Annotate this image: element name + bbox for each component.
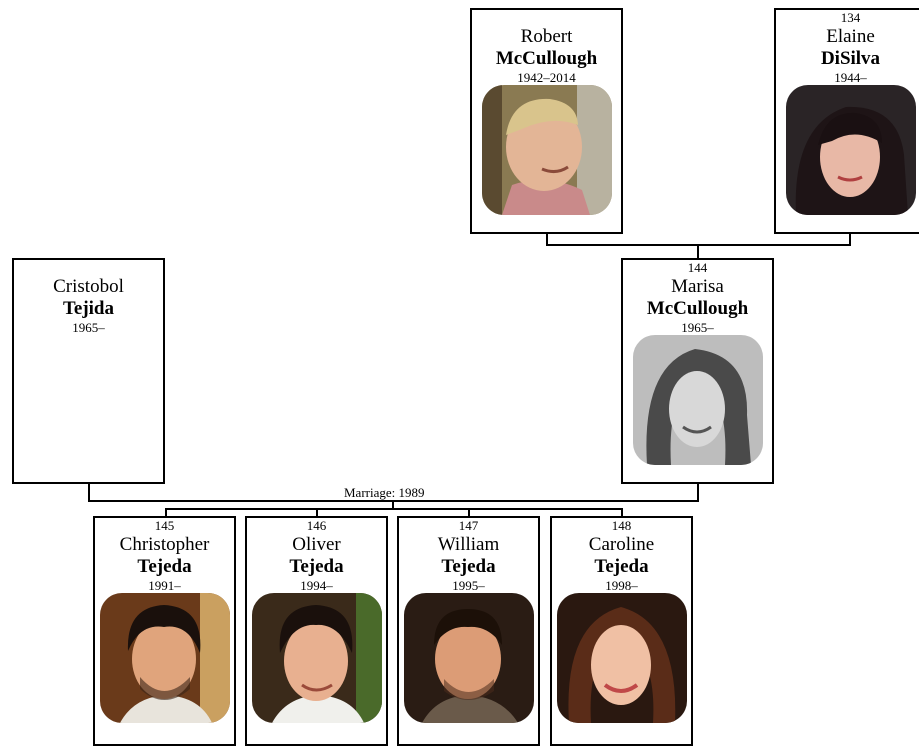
person-years: 1991– xyxy=(148,578,181,593)
person-first-name: William xyxy=(437,534,500,555)
person-years: 1942–2014 xyxy=(517,70,576,85)
person-number xyxy=(14,260,163,275)
person-first-name: Robert xyxy=(520,26,573,47)
person-card-marisa[interactable]: 144 Marisa McCullough 1965– xyxy=(621,258,774,484)
person-years: 1965– xyxy=(681,320,714,335)
person-first-name: Christopher xyxy=(119,534,210,555)
person-card-caroline[interactable]: 148 Caroline Tejeda 1998– xyxy=(550,516,693,746)
person-number xyxy=(472,10,621,25)
person-card-william[interactable]: 147 William Tejeda 1995– xyxy=(397,516,540,746)
person-number: 145 xyxy=(154,518,175,533)
person-last-name: Tejeda xyxy=(594,556,649,577)
person-last-name: McCullough xyxy=(495,48,598,69)
person-last-name: McCullough xyxy=(646,298,749,319)
connector-oliver-up xyxy=(316,508,318,517)
person-last-name: Tejida xyxy=(62,298,115,319)
person-number: 148 xyxy=(611,518,632,533)
person-number: 144 xyxy=(687,260,708,275)
person-photo xyxy=(632,335,763,465)
person-last-name: Tejeda xyxy=(289,556,344,577)
person-years: 1994– xyxy=(300,578,333,593)
person-last-name: Tejeda xyxy=(441,556,496,577)
person-photo xyxy=(556,593,687,723)
person-first-name: Cristobol xyxy=(53,276,124,297)
connector-children-stem xyxy=(392,500,394,509)
person-first-name: Oliver xyxy=(292,534,341,555)
person-first-name: Elaine xyxy=(826,26,875,47)
connector-caroline-up xyxy=(621,508,623,517)
person-card-elaine[interactable]: 134 Elaine DiSilva 1944– xyxy=(774,8,919,234)
person-number: 147 xyxy=(458,518,479,533)
person-card-oliver[interactable]: 146 Oliver Tejeda 1994– xyxy=(245,516,388,746)
connector-elaine-down xyxy=(849,233,851,245)
person-photo xyxy=(251,593,382,723)
connector-cristobol-down xyxy=(88,484,90,501)
person-years: 1965– xyxy=(72,320,105,335)
connector-william-up xyxy=(468,508,470,517)
person-first-name: Marisa xyxy=(671,276,724,297)
person-years: 1944– xyxy=(834,70,867,85)
person-card-robert[interactable]: Robert McCullough 1942–2014 xyxy=(470,8,623,234)
person-card-christopher[interactable]: 145 Christopher Tejeda 1991– xyxy=(93,516,236,746)
person-photo xyxy=(785,85,916,215)
connector-marisa-down xyxy=(697,484,699,501)
person-number: 146 xyxy=(306,518,327,533)
person-first-name: Caroline xyxy=(588,534,655,555)
connector-children-bar xyxy=(165,508,623,510)
person-photo xyxy=(403,593,534,723)
person-last-name: Tejeda xyxy=(137,556,192,577)
person-card-cristobol[interactable]: Cristobol Tejida 1965– xyxy=(12,258,165,484)
person-last-name: DiSilva xyxy=(820,48,881,69)
person-years: 1995– xyxy=(452,578,485,593)
person-number: 134 xyxy=(840,10,861,25)
connector-robert-down xyxy=(546,233,548,245)
person-years: 1998– xyxy=(605,578,638,593)
connector-to-marisa xyxy=(697,244,699,259)
marriage-label: Marriage: 1989 xyxy=(342,485,427,500)
connector-christopher-up xyxy=(165,508,167,517)
person-photo xyxy=(99,593,230,723)
person-photo xyxy=(481,85,612,215)
